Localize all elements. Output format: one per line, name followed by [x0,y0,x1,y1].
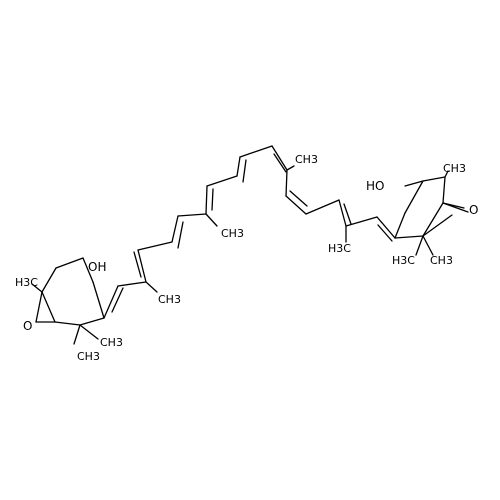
bond [242,159,247,183]
atom-labels: OH HO O O H3C CH3 CH3 CH3 CH3 CH3 H3C CH… [15,153,478,363]
methyl-label: CH3 [221,227,244,240]
bond [305,199,340,215]
bond [442,176,446,204]
bond [79,317,105,326]
bond [404,180,424,214]
bond [35,291,43,323]
methyl-label: H3C [328,242,351,255]
bond [137,249,147,283]
bond [145,281,158,293]
bond [54,321,81,326]
bond [343,203,352,225]
bond [285,169,288,197]
bond [444,170,449,178]
bond [73,324,81,345]
bond [177,213,207,217]
methyl-label: CH3 [430,254,453,267]
bond [177,221,184,249]
methyl-label: CH3 [100,336,123,349]
bond [394,235,424,239]
epoxide-oxygen-right: O [469,203,478,217]
bond [442,202,469,213]
bond [103,285,119,319]
methyl-label: H3C [15,276,38,289]
polyene-chain [103,145,396,319]
bond [338,199,347,227]
bond [394,212,406,239]
bond [422,235,434,256]
left-epoxy-ring [31,257,105,345]
bond [236,156,241,177]
bond [133,251,142,278]
bond [41,291,56,323]
bond [171,215,179,243]
bond [82,257,94,283]
bond [211,188,214,211]
bond [92,281,105,319]
bond [137,241,173,251]
bond [377,224,393,242]
epoxide-oxygen-left: O [23,319,32,333]
methyl-label: CH3 [443,162,466,175]
bond [31,283,43,293]
bond [286,165,295,171]
bond [79,324,99,340]
bond [273,153,287,173]
bond [422,202,444,237]
bond [55,257,84,269]
methyl-label: H3C [392,254,415,267]
bond [404,180,424,187]
right-epoxy-ring [394,170,469,256]
bond [285,195,307,215]
bond [422,214,453,237]
bond [345,216,378,227]
bond [422,176,446,182]
bond [205,213,218,227]
methyl-label: CH3 [295,153,318,166]
bond [117,281,147,287]
bond [271,145,288,171]
bond [289,190,308,207]
bond [376,216,396,239]
bond [111,287,124,313]
bond [415,235,424,256]
bond [205,185,208,215]
bond [41,267,57,293]
bond [239,145,273,158]
methyl-label: CH3 [77,350,100,363]
hydroxyl-label-left: OH [88,260,106,274]
methyl-label: CH3 [158,293,181,306]
bond [206,175,238,187]
hydroxyl-label-right: HO [366,179,384,193]
